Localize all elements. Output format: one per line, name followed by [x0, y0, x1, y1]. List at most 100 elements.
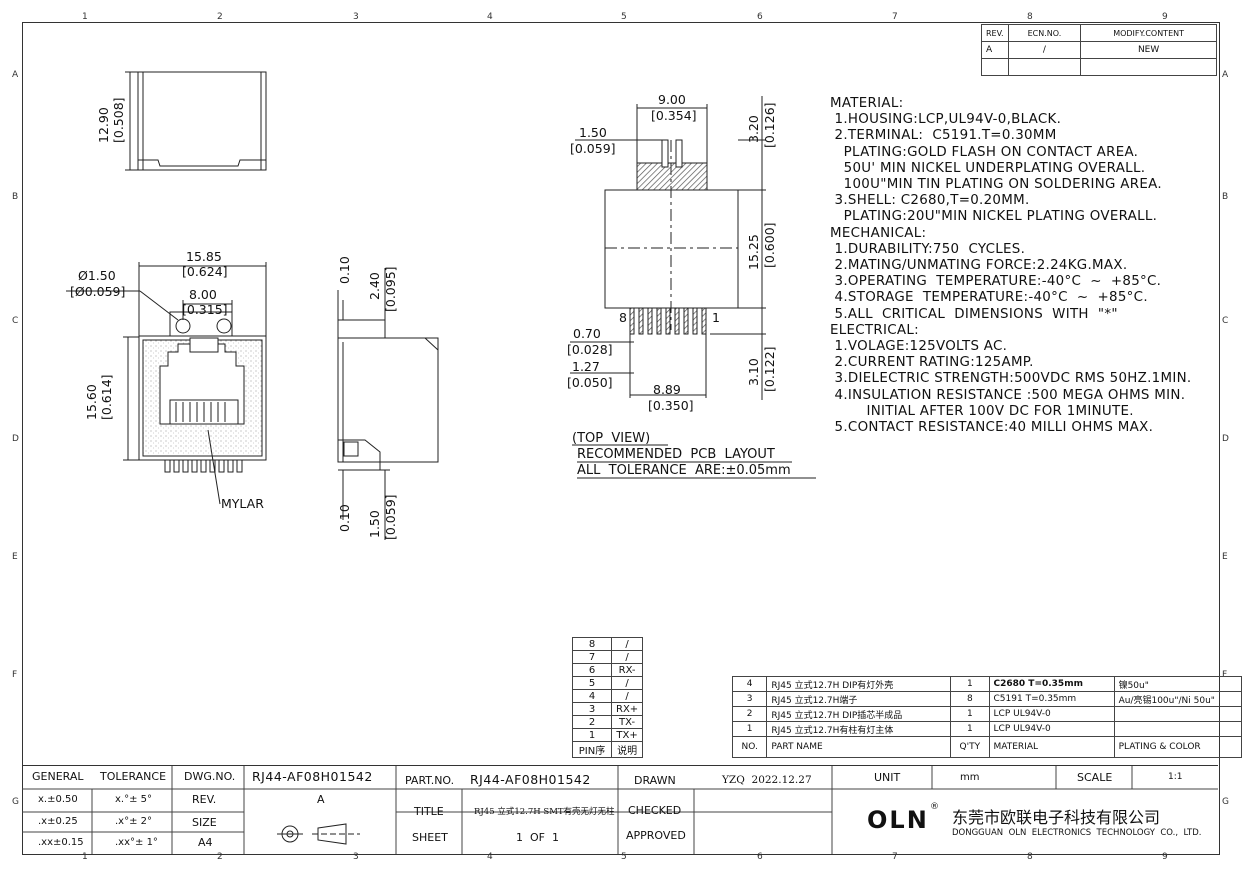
note-line: 1.HOUSING:LCP,UL94V-0,BLACK.: [830, 112, 1062, 128]
pin-row: 5/: [572, 676, 644, 690]
bom-cell: 1: [950, 706, 990, 722]
unit-label: UNIT: [874, 771, 901, 784]
checked-label: CHECKED: [628, 804, 682, 817]
front-view-outline: [66, 262, 267, 505]
bom-cell: [1113, 706, 1242, 722]
part-no-value: RJ44-AF08H01542: [470, 772, 591, 787]
unit-value: mm: [960, 772, 980, 783]
note-line: 2.MATING/UNMATING FORCE:2.24KG.MAX.: [830, 258, 1128, 274]
zone-col-2-bottom: 2: [217, 852, 223, 862]
zone-row-D-left: D: [12, 434, 19, 444]
pcb-caption-top-view: (TOP VIEW): [572, 431, 651, 446]
zone-row-E-left: E: [12, 552, 18, 562]
sheet-value: 1 OF 1: [516, 831, 559, 844]
zone-col-9-bottom: 9: [1162, 852, 1168, 862]
dim-pcb-1-50: 1.50: [579, 125, 607, 140]
dim-0-126: [0.126]: [762, 102, 777, 148]
pin-function: TX+: [610, 728, 644, 742]
note-line: ELECTRICAL:: [830, 322, 919, 338]
pcb-caption-recommended: RECOMMENDED PCB LAYOUT: [577, 447, 775, 462]
bom-cell: RJ45 立式12.7H DIP有灯外壳: [766, 676, 952, 692]
dim-side-0-10-top: 0.10: [337, 256, 352, 284]
zone-row-G-right: G: [1222, 797, 1229, 807]
tol-linear-1: .x±0.25: [38, 816, 78, 827]
note-line: 2.TERMINAL: C5191.T=0.30MM: [830, 128, 1057, 144]
note-line: 3.OPERATING TEMPERATURE:-40°C ~ +85°C.: [830, 274, 1162, 290]
pin-number: 7: [572, 650, 612, 664]
dim-phi-0-059: [Ø0.059]: [70, 284, 126, 299]
bom-cell: 1: [950, 721, 990, 737]
company-name-en: DONGGUAN OLN ELECTRONICS TECHNOLOGY CO.,…: [952, 828, 1202, 838]
zone-col-9-top: 9: [1162, 12, 1168, 22]
dim-2-40: 2.40: [367, 272, 382, 300]
note-line: MECHANICAL:: [830, 225, 927, 241]
dim-0-028: [0.028]: [567, 342, 613, 357]
dim-0-624: [0.624]: [182, 264, 228, 279]
title-label: TITLE: [414, 805, 444, 818]
label-mylar: MYLAR: [221, 496, 264, 511]
dim-8-89: 8.89: [653, 382, 681, 397]
tol-angle-0: x.°± 5°: [115, 794, 153, 805]
pin-8-label: 8: [619, 310, 627, 325]
bom-cell: RJ45 立式12.7H DIP插芯半成品: [766, 706, 952, 722]
specification-notes: MATERIAL: 1.HOUSING:LCP,UL94V-0,BLACK. 2…: [830, 96, 1191, 436]
drawn-value: YZQ 2022.12.27: [722, 774, 812, 786]
pin-number: 1: [572, 728, 612, 742]
dim-0-354: [0.354]: [651, 108, 697, 123]
bom-cell: PART NAME: [766, 736, 952, 758]
pin-function: RX+: [610, 702, 644, 716]
tol-linear-2: .xx±0.15: [38, 837, 84, 848]
zone-col-2-top: 2: [217, 12, 223, 22]
dim-0-050: [0.050]: [567, 375, 613, 390]
pin-function: TX-: [610, 715, 644, 729]
bom-cell: RJ45 立式12.7H有柱有灯主体: [766, 721, 952, 737]
zone-row-E-right: E: [1222, 552, 1228, 562]
bom-cell: 3: [731, 691, 768, 707]
pin-function: /: [610, 689, 644, 703]
bom-cell: C5191 T=0.35mm: [988, 691, 1115, 707]
bom-cell: 镍50u": [1113, 676, 1242, 692]
bom-cell: RJ45 立式12.7H端子: [766, 691, 952, 707]
dim-12-90: 12.90: [96, 107, 111, 143]
pin-number: 3: [572, 702, 612, 716]
part-no-label: PART.NO.: [405, 774, 455, 787]
note-line: 3.SHELL: C2680,T=0.20MM.: [830, 193, 1030, 209]
dim-3-10: 3.10: [746, 358, 761, 386]
dim-15-25: 15.25: [746, 234, 761, 270]
bom-cell: 8: [950, 691, 990, 707]
scale-label: SCALE: [1077, 771, 1113, 784]
note-line: MATERIAL:: [830, 96, 904, 111]
dim-0-122: [0.122]: [762, 346, 777, 392]
bom-cell: 4: [731, 676, 768, 692]
tol-linear-0: x.±0.50: [38, 794, 78, 805]
zone-col-8-bottom: 8: [1027, 852, 1033, 862]
zone-col-4-top: 4: [487, 12, 493, 22]
zone-col-1-bottom: 1: [82, 852, 88, 862]
zone-col-5-top: 5: [621, 12, 627, 22]
drawing-frame: [22, 22, 1220, 855]
title-block: GENERAL TOLERANCE x.±0.50 x.°± 5° .x±0.2…: [22, 765, 1218, 854]
dim-1-27: 1.27: [572, 359, 600, 374]
pin-number: 5: [572, 676, 612, 690]
dwg-no-value: RJ44-AF08H01542: [252, 769, 373, 784]
note-line: 5.ALL CRITICAL DIMENSIONS WITH "*": [830, 306, 1118, 322]
pcb-caption-tolerance: ALL TOLERANCE ARE:±0.05mm: [577, 463, 791, 478]
pin-function: /: [610, 637, 644, 651]
pin-function: /: [610, 650, 644, 664]
approved-label: APPROVED: [626, 829, 686, 842]
registered-mark: ®: [930, 802, 939, 812]
bom-cell: [1113, 721, 1242, 737]
pin-1-label: 1: [712, 310, 720, 325]
note-line: PLATING:20U"MIN NICKEL PLATING OVERALL.: [830, 209, 1158, 225]
dim-side-1-50: 1.50: [367, 510, 382, 538]
revision-table: REV. ECN.NO. MODIFY.CONTENT A / NEW: [981, 24, 1217, 76]
